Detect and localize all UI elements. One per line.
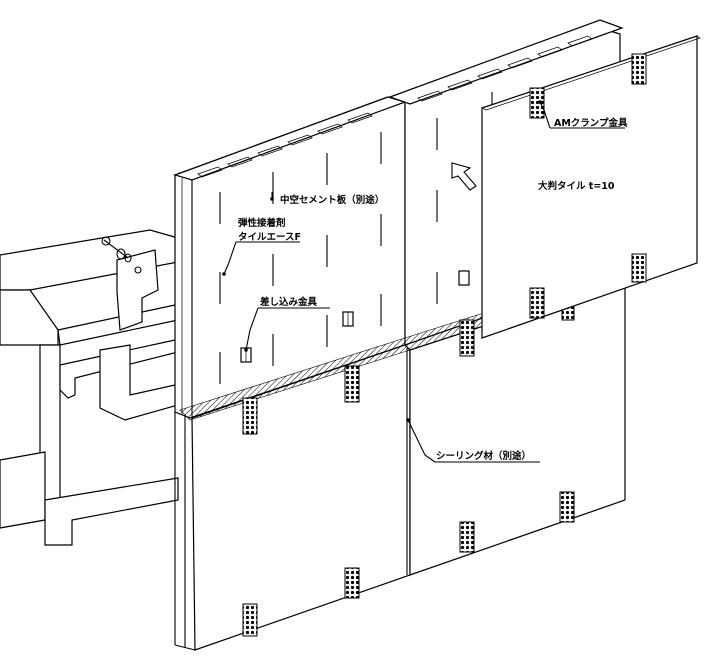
label-sealing-material: シーリング材（別途）: [436, 450, 531, 462]
label-insert-fitting: 差し込み金具: [260, 296, 318, 308]
label-am-clamp: AMクランプ金具: [554, 117, 628, 129]
large-tile-being-installed: [481, 35, 701, 339]
label-hollow-cement-board: 中空セメント板（別途）: [280, 194, 384, 206]
fixing-clip-plate: [101, 236, 159, 331]
leader-lines: [222, 100, 625, 463]
angle-bracket: [59, 339, 179, 421]
label-large-tile: 大判タイル t=10: [538, 180, 615, 192]
label-elastic-adhesive: 弾性接着剤: [238, 217, 286, 229]
label-tile-ace-f: タイルエースF: [238, 231, 301, 243]
